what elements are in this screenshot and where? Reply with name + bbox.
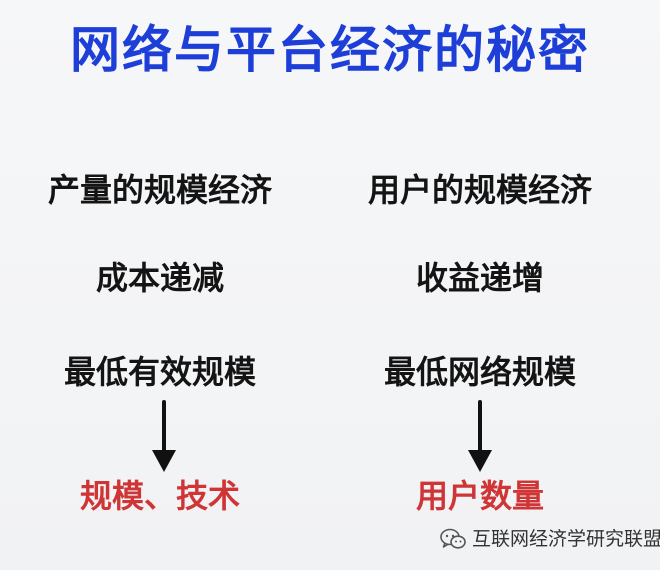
left-result: 规模、技术 xyxy=(79,477,240,515)
right-item-2: 收益递增 xyxy=(415,259,544,297)
right-result: 用户数量 xyxy=(415,477,544,515)
left-item-2: 成本递减 xyxy=(95,259,224,297)
wechat-icon xyxy=(440,528,466,549)
right-item-3: 最低网络规模 xyxy=(383,353,576,391)
watermark-text: 互联网经济学研究联盟 xyxy=(472,528,660,550)
page-title: 网络与平台经济的秘密 xyxy=(70,21,590,79)
left-item-3: 最低有效规模 xyxy=(63,353,256,391)
down-arrow-icon xyxy=(152,400,176,472)
right-item-1: 用户的规模经济 xyxy=(367,171,592,209)
watermark: 互联网经济学研究联盟 xyxy=(440,526,660,552)
down-arrow-icon xyxy=(468,400,492,472)
left-item-1: 产量的规模经济 xyxy=(47,171,272,209)
